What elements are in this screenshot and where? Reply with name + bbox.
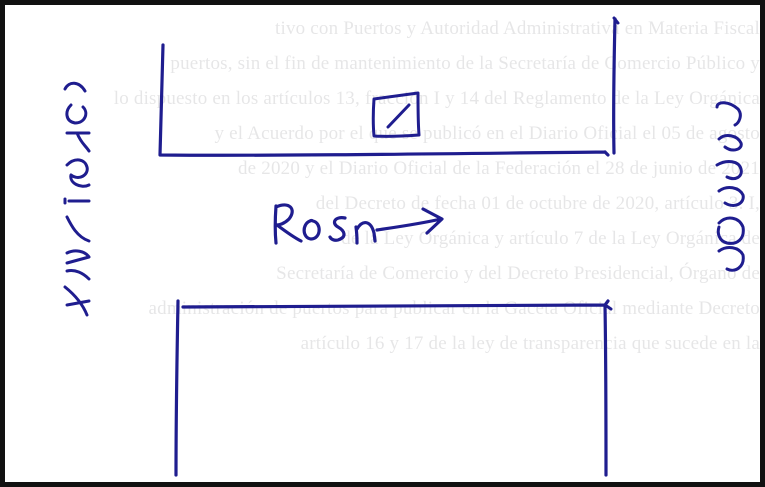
square-diagonal-stroke	[388, 105, 409, 127]
top-table-outline	[160, 19, 615, 155]
small-square-mark	[373, 93, 419, 136]
label-right-juana	[717, 103, 743, 271]
label-center-rosa	[275, 205, 442, 243]
label-left-cristina	[65, 83, 89, 315]
handwritten-letters	[275, 205, 375, 243]
arrow-right-icon	[377, 209, 442, 233]
bottom-table-outline	[176, 301, 608, 475]
hand-drawn-seating-sketch	[5, 5, 760, 482]
